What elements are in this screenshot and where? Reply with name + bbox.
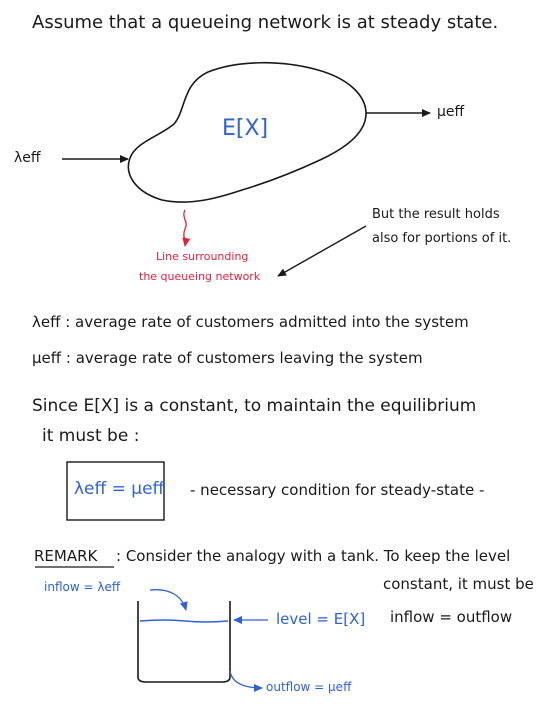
- remark-text-line1: : Consider the analogy with a tank. To k…: [116, 547, 511, 565]
- remark-title: REMARK: [34, 547, 98, 565]
- input-rate-label: λeff: [14, 150, 41, 166]
- inflow-arrow: [149, 589, 188, 611]
- condition-note: - necessary condition for steady-state -: [190, 481, 485, 499]
- outflow-arrow: [229, 670, 263, 692]
- remark-text-line3: inflow = outflow: [390, 608, 513, 626]
- steady-state-equation: λeff = μeff: [74, 479, 165, 499]
- equilibrium-statement-line1: Since E[X] is a constant, to maintain th…: [32, 396, 477, 416]
- boundary-note-line2: the queueing network: [139, 270, 261, 283]
- portion-note-line1: But the result holds: [372, 207, 500, 222]
- expected-customers-label: E[X]: [222, 116, 269, 141]
- equilibrium-statement-line2: it must be :: [42, 426, 140, 446]
- outflow-label: outflow = μeff: [266, 680, 352, 694]
- condition-box: [66, 461, 165, 521]
- network-boundary-blob: [127, 61, 367, 203]
- boundary-pointer-arrow: [182, 209, 191, 247]
- lambda-definition: λeff : average rate of customers admitte…: [32, 313, 469, 331]
- heading: Assume that a queueing network is at ste…: [32, 12, 499, 33]
- portion-note-line2: also for portions of it.: [372, 231, 512, 246]
- boundary-note-line1: Line surrounding: [156, 250, 249, 263]
- level-label: level = E[X]: [276, 610, 366, 628]
- mu-definition: μeff : average rate of customers leaving…: [32, 349, 423, 367]
- tank-outline: [137, 601, 231, 683]
- portion-pointer-arrow: [277, 225, 367, 277]
- tank-water-level: [139, 619, 229, 623]
- output-rate-label: μeff: [437, 104, 465, 120]
- inflow-label: inflow = λeff: [44, 580, 121, 594]
- remark-text-line2: constant, it must be: [383, 575, 534, 593]
